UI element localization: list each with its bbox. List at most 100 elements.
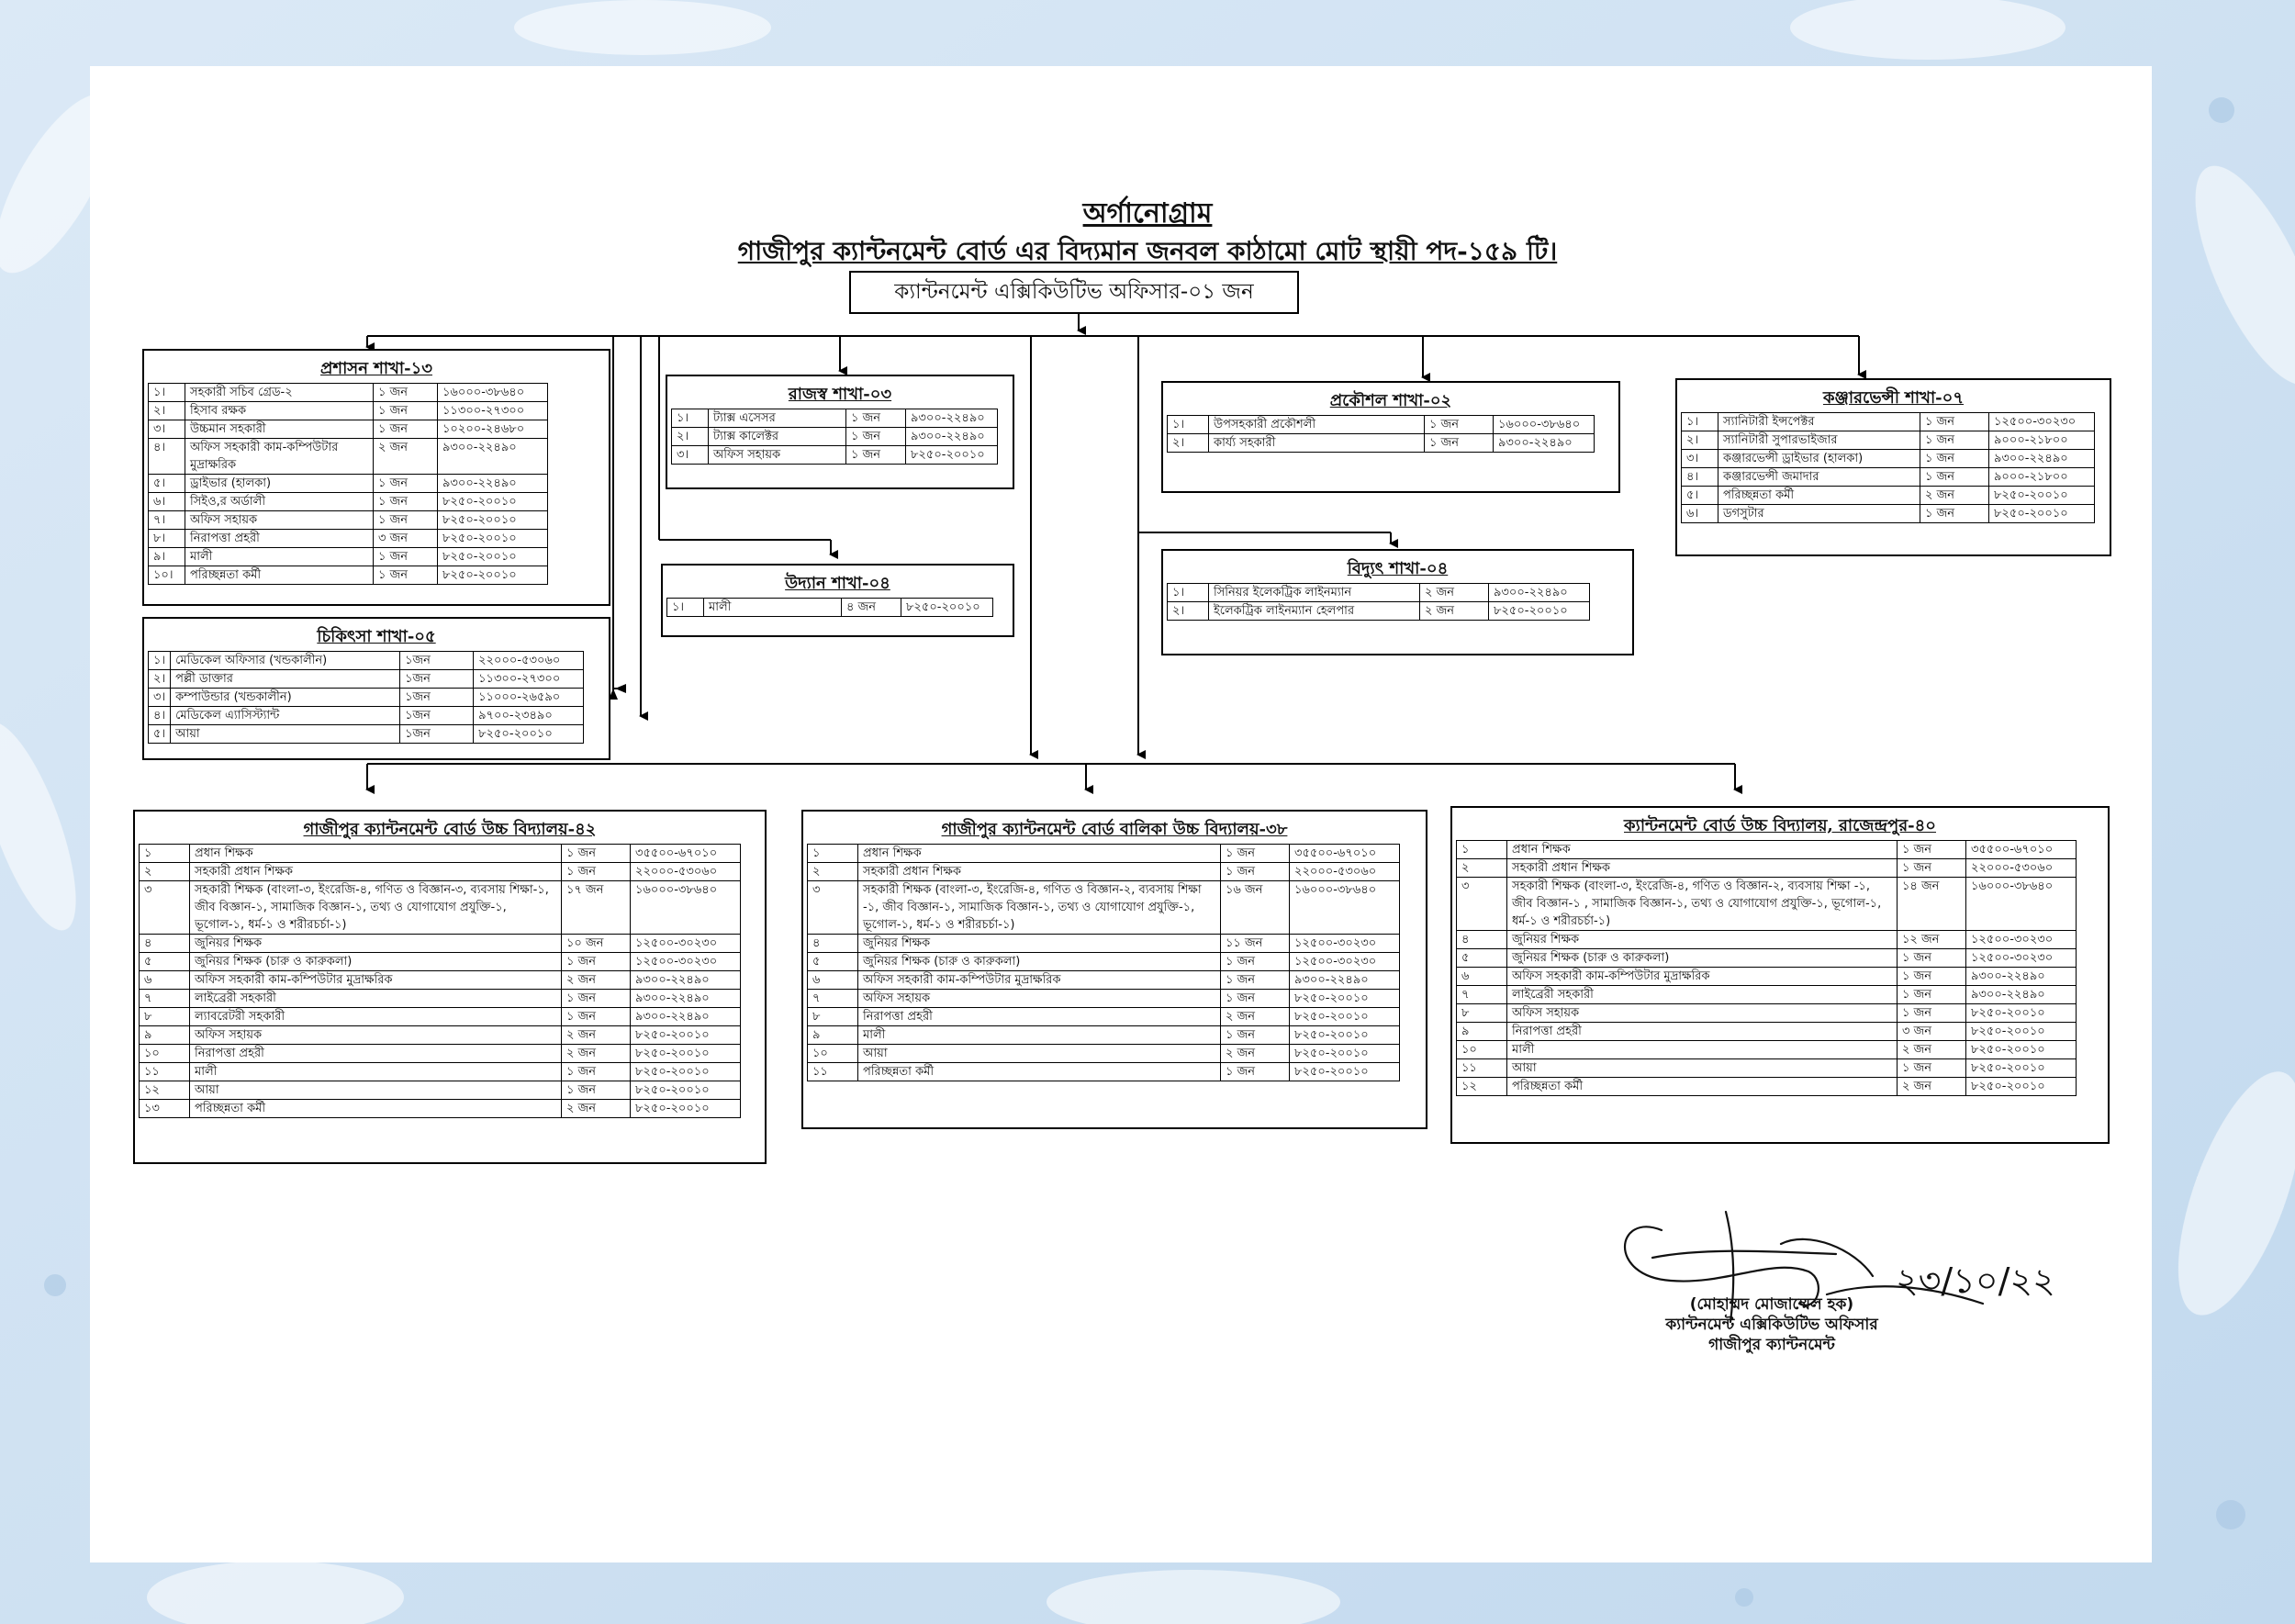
post-cell: পরিচ্ছন্নতা কর্মী xyxy=(185,566,374,585)
post-cell: ল্যাবরেটরী সহকারী xyxy=(189,1007,562,1026)
count-cell: ১ জন xyxy=(373,510,438,530)
count-cell: ১৪ জন xyxy=(1897,877,1966,931)
count-cell: ১ জন xyxy=(561,1007,631,1026)
post-cell: সহকারী প্রধান শিক্ষক xyxy=(189,862,562,881)
serial-cell: ৩ xyxy=(139,880,190,935)
count-cell: ১ জন xyxy=(1920,412,1989,431)
serial-cell: ৮। xyxy=(148,529,185,548)
pay-scale-cell: ১৬০০০-৩৮৬৪০ xyxy=(437,383,548,402)
branch-medical: চিকিৎসা শাখা-০৫ ১।মেডিকেল অফিসার (খন্ডকাল… xyxy=(142,617,610,760)
post-cell: নিরাপত্তা প্রহরী xyxy=(857,1007,1221,1026)
post-cell: অফিস সহকারী কাম-কম্পিউটার মুদ্রাক্ষরিক xyxy=(857,970,1221,990)
count-cell: ১৬ জন xyxy=(1220,880,1290,935)
post-cell: মেডিকেল এ্যাসিস্ট্যান্ট xyxy=(170,706,401,725)
serial-cell: ২ xyxy=(139,862,190,881)
count-cell: ১ জন xyxy=(1897,985,1966,1004)
post-cell: অফিস সহায়ক xyxy=(189,1025,562,1045)
count-cell: ১ জন xyxy=(1220,952,1290,971)
pay-scale-cell: ৩৫৫০০-৬৭০১০ xyxy=(630,844,741,863)
count-cell: ২ জন xyxy=(561,1025,631,1045)
pay-scale-cell: ৯৩০০-২২৪৯০ xyxy=(1493,433,1595,453)
pay-scale-cell: ৮২৫০-২০০১০ xyxy=(473,724,585,744)
count-cell: ১ জন xyxy=(373,547,438,566)
serial-cell: ৪ xyxy=(807,934,858,953)
page-title: অর্গানোগ্রাম xyxy=(1082,197,1213,230)
count-cell: ১ জন xyxy=(845,427,906,446)
pay-scale-cell: ৮২৫০-২০০১০ xyxy=(1289,1062,1400,1081)
pay-scale-cell: ৯৩০০-২২৪৯০ xyxy=(1965,985,2077,1004)
count-cell: ১১ জন xyxy=(1220,934,1290,953)
serial-cell: ২। xyxy=(1167,433,1209,453)
pay-scale-cell: ৯৩০০-২২৪৯০ xyxy=(1289,970,1400,990)
pay-scale-cell: ৯৩০০-২২৪৯০ xyxy=(905,409,998,428)
serial-cell: ১১ xyxy=(807,1062,858,1081)
post-cell: পরিচ্ছন্নতা কর্মী xyxy=(1506,1077,1898,1096)
count-cell: ১ জন xyxy=(1220,862,1290,881)
post-cell: অফিস সহকারী কাম-কম্পিউটার মুদ্রাক্ষরিক xyxy=(189,970,562,990)
post-cell: পরিচ্ছন্নতা কর্মী xyxy=(189,1099,562,1118)
pay-scale-cell: ৯০০০-২১৮০০ xyxy=(1988,431,2095,450)
count-cell: ২ জন xyxy=(1220,1007,1290,1026)
box-title: কঞ্জারভেন্সী শাখা-০৭ xyxy=(1822,388,1965,408)
post-cell: জুনিয়র শিক্ষক xyxy=(1506,930,1898,949)
post-cell: মালী xyxy=(857,1025,1221,1045)
pay-scale-cell: ৮২৫০-২০০১০ xyxy=(1988,486,2095,505)
pay-scale-cell: ৯৩০০-২২৪৯০ xyxy=(630,1007,741,1026)
serial-cell: ৬ xyxy=(1456,967,1507,986)
count-cell: ১ জন xyxy=(561,1062,631,1081)
pay-scale-cell: ১২৫০০-৩০২৩০ xyxy=(1289,952,1400,971)
count-cell: ১ জন xyxy=(1897,967,1966,986)
serial-cell: ২। xyxy=(1167,601,1209,621)
post-cell: সহকারী শিক্ষক (বাংলা-৩, ইংরেজি-৪, গণিত ও… xyxy=(189,880,562,935)
pay-scale-cell: ৮২৫০-২০০১০ xyxy=(1289,1044,1400,1063)
serial-cell: ৭ xyxy=(807,989,858,1008)
page-subtitle: গাজীপুর ক্যান্টনমেন্ট বোর্ড এর বিদ্যমান … xyxy=(737,236,1558,266)
count-cell: ১ জন xyxy=(373,492,438,511)
serial-cell: ১। xyxy=(666,598,704,617)
pay-scale-cell: ৮২৫০-২০০১০ xyxy=(630,1099,741,1118)
pay-scale-cell: ২২০০০-৫৩০৬০ xyxy=(473,651,585,670)
pay-scale-cell: ৯৩০০-২২৪৯০ xyxy=(905,427,998,446)
pay-scale-cell: ৯৩০০-২২৪৯০ xyxy=(437,438,548,475)
post-cell: অফিস সহকারী কাম-কম্পিউটার মুদ্রাক্ষরিক xyxy=(1506,967,1898,986)
serial-cell: ১। xyxy=(1167,415,1209,434)
pay-scale-cell: ৮২৫০-২০০১০ xyxy=(1965,1077,2077,1096)
serial-cell: ১১ xyxy=(1456,1058,1507,1078)
count-cell: ১ জন xyxy=(1220,1062,1290,1081)
count-cell: ১ জন xyxy=(373,383,438,402)
pay-scale-cell: ৮২৫০-২০০১০ xyxy=(1965,1022,2077,1041)
serial-cell: ২ xyxy=(807,862,858,881)
post-cell: লাইব্রেরী সহকারী xyxy=(1506,985,1898,1004)
serial-cell: ৫ xyxy=(1456,948,1507,968)
post-cell: প্রধান শিক্ষক xyxy=(857,844,1221,863)
pay-scale-cell: ৮২৫০-২০০১০ xyxy=(630,1062,741,1081)
serial-cell: ৬ xyxy=(807,970,858,990)
post-cell: নিরাপত্তা প্রহরী xyxy=(1506,1022,1898,1041)
count-cell: ১ জন xyxy=(1424,433,1494,453)
serial-cell: ৬। xyxy=(1681,504,1718,523)
post-cell: অফিস সহকারী কাম-কম্পিউটার মুদ্রাক্ষরিক xyxy=(185,438,374,475)
serial-cell: ১। xyxy=(671,409,709,428)
box-title: চিকিৎসা শাখা-০৫ xyxy=(317,627,436,646)
pay-scale-cell: ১২৫০০-৩০২৩০ xyxy=(630,952,741,971)
